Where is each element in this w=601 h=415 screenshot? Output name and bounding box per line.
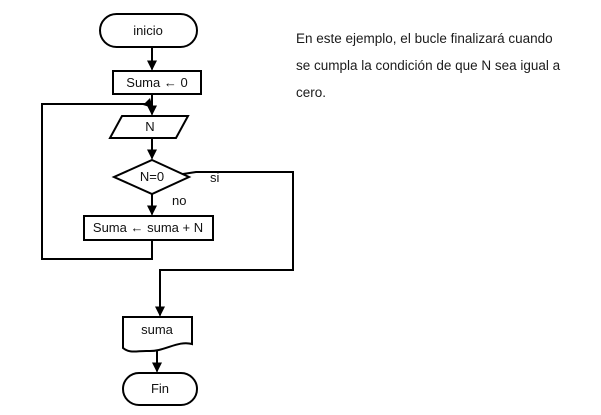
decision-label: N=0	[140, 169, 164, 184]
explanation-line-3: cero.	[296, 85, 327, 100]
edge-label-yes: si	[210, 170, 220, 185]
output-document	[122, 316, 193, 353]
connector-decision-yes-to-output	[155, 171, 294, 317]
start-terminator	[99, 13, 198, 48]
input-label: N	[145, 119, 154, 134]
accumulate-process-box	[83, 215, 214, 241]
explanation-text: En este ejemplo, el bucle finalizará cua…	[296, 25, 598, 106]
init-process-box	[112, 70, 202, 95]
loop-arrowhead-icon	[143, 98, 153, 108]
explanation-line-2: se cumpla la condición de que N sea igua…	[296, 58, 561, 73]
init-label: Suma ← 0	[126, 75, 187, 90]
decision-diamond	[111, 158, 192, 196]
accumulate-label: Suma ← suma + N	[93, 220, 203, 235]
output-label: suma	[141, 322, 174, 337]
connector-loop-back	[41, 103, 153, 260]
end-label: Fin	[151, 381, 169, 396]
end-terminator	[122, 372, 198, 406]
explanation-line-1: En este ejemplo, el bucle finalizará cua…	[296, 31, 553, 46]
edge-label-no: no	[172, 193, 186, 208]
start-label: inicio	[133, 23, 163, 38]
input-parallelogram	[108, 115, 190, 139]
